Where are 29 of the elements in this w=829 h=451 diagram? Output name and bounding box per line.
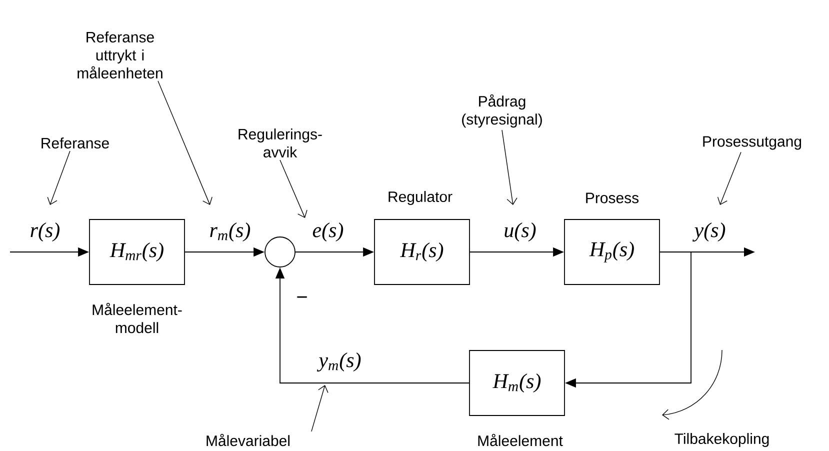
annotation-text: Regulerings- avvik (238, 128, 322, 158)
signal-label: e(s) (312, 222, 344, 242)
annotation-text: Pådrag (styresignal) (462, 94, 542, 128)
block-box: H$_{r}$(s) (374, 219, 470, 285)
leader-arrow (47, 150, 70, 205)
summing-junction (264, 236, 296, 268)
block-box: H$_{mr}$(s) (89, 219, 185, 285)
block-caption: Måleelement- modell (92, 302, 182, 334)
leader-arrow (280, 160, 308, 218)
leader-arrow (502, 130, 518, 205)
block-box: H$_{p}$(s) (564, 219, 660, 285)
annotation-text: Referanse (42, 138, 109, 148)
signal-label: r(s) (30, 222, 60, 242)
minus-sign: − (297, 296, 307, 298)
leader-arrow (717, 152, 742, 205)
feedback-label: Tilbakekopling (674, 433, 769, 447)
block-caption: Regulator (388, 191, 452, 205)
signal-label: y(s) (692, 222, 726, 242)
annotation-text: Referanse uttrykt i måleenheten (78, 32, 162, 78)
block-box: H$_{m}$(s) (469, 350, 565, 416)
signal-label: r$_{m}$(s) (210, 222, 250, 242)
signal-label: u(s) (504, 222, 536, 242)
signal-label: y$_{m}$(s) (316, 352, 361, 372)
block-caption: Måleelement (478, 434, 563, 446)
annotation-text: Målevariabel (206, 434, 290, 446)
annotation-text: Prosessutgang (703, 136, 802, 150)
leader-arrow (311, 385, 328, 432)
block-caption: Prosess (586, 192, 639, 204)
leader-arrow (158, 80, 212, 205)
